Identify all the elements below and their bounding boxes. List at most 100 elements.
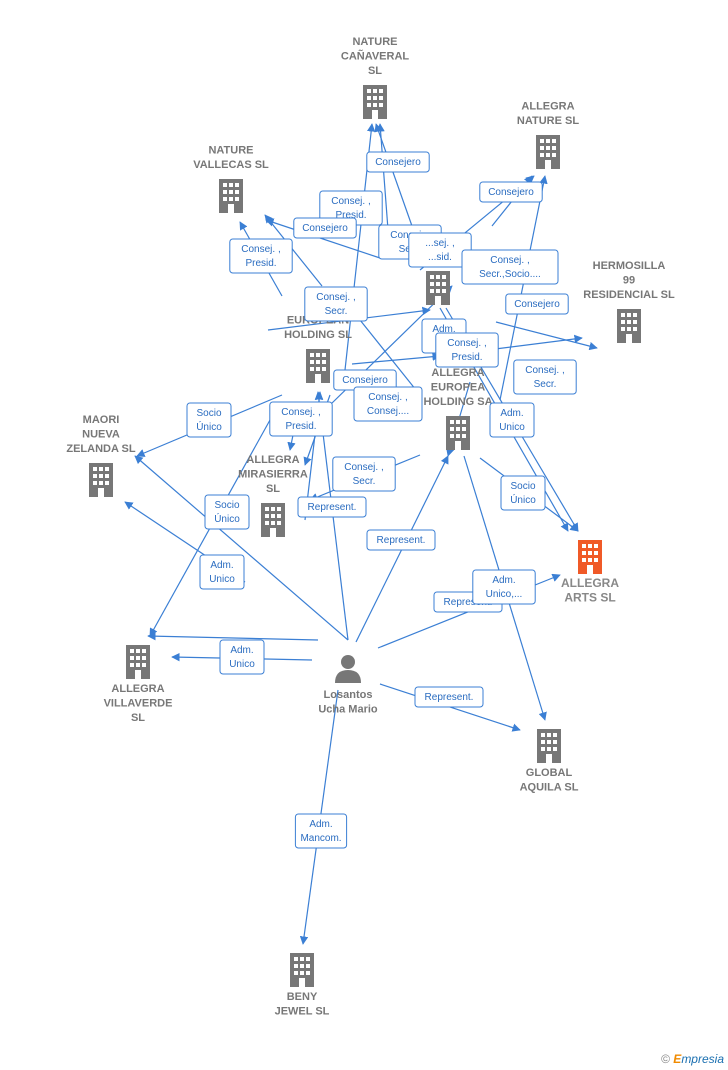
edge-label[interactable]: Consej. ,Presid. (319, 190, 383, 226)
edge-label-text: Consej.... (367, 406, 409, 417)
edge-label[interactable]: Consejero (293, 217, 357, 239)
edge-label-text: Secr. (353, 476, 376, 487)
edge-label[interactable]: Adm. Mancom. (294, 813, 348, 849)
edge-label[interactable]: Consej. ,Secr. (332, 456, 396, 492)
edge-label-text: Consejero (488, 187, 534, 198)
edge-label-text: Presid. (451, 352, 482, 363)
edge-label-text: Adm. (309, 819, 332, 830)
node-label-line: HOLDING SL (284, 329, 352, 341)
building-icon (426, 271, 450, 305)
edge-label[interactable]: Represent. (366, 529, 436, 551)
node-label-line: AQUILA SL (520, 782, 579, 794)
edge-label-text: Adm. (230, 645, 253, 656)
building-icon (219, 179, 243, 213)
node-label-line: ALLEGRA (521, 101, 574, 113)
node-label-line: EUROPEA (431, 382, 485, 394)
node-label-line: NATURE (208, 145, 253, 157)
edge-label[interactable]: Adm.Unico,... (472, 569, 536, 605)
edge-label[interactable]: Adm. Unico (219, 639, 265, 675)
building-icon (537, 729, 561, 763)
edge-label[interactable]: Consej. ,Presid. (229, 238, 293, 274)
edge-line (265, 218, 381, 259)
edge-label-text: Consej. , (316, 292, 355, 303)
edge-label-text: Unico,... (486, 589, 523, 600)
edge-label[interactable]: Adm.Unico (489, 402, 535, 438)
building-icon (446, 416, 470, 450)
edge-label-text: Adm. (500, 408, 523, 419)
building-icon (363, 85, 387, 119)
edge-label[interactable]: Consejero (505, 293, 569, 315)
edge-label[interactable]: Consej. , Secr. (513, 359, 577, 395)
edge-label-text: Consej. , (525, 365, 564, 376)
edge-line (134, 455, 349, 641)
edge-label-text: Unico (229, 659, 255, 670)
brand-initial: E (673, 1052, 682, 1066)
empresia-credit[interactable]: © Empresia (661, 1052, 724, 1066)
node-label-line: SL (266, 483, 280, 495)
edge-label[interactable]: Consej. ,Consej.... (353, 386, 423, 422)
node-label-line: SL (368, 65, 382, 77)
edge-label-text: Socio (214, 500, 239, 511)
edge-line (359, 319, 421, 396)
edge-label-text: Consejero (514, 299, 560, 310)
node-label-line: 99 (623, 275, 635, 287)
building-icon (617, 309, 641, 343)
edge-label[interactable]: Represent. (414, 686, 484, 708)
node-label-line: Losantos (324, 689, 373, 701)
node-label-line: ALLEGRA (246, 454, 299, 466)
node-allegra-villaverde[interactable]: ALLEGRA VILLAVERDE SL (104, 645, 173, 724)
edge-label-text: Secr. (325, 306, 348, 317)
edge-label[interactable]: Consej. ,Secr.,Socio.... (461, 249, 559, 285)
node-label-line: Ucha Mario (318, 704, 378, 716)
edge-label[interactable]: Adm.Unico (199, 554, 245, 590)
edge-label-text: Unico (209, 574, 235, 585)
edge-label-text: Socio (196, 408, 221, 419)
edge-label-text: Consej. , (241, 244, 280, 255)
edge-label-text: Socio (510, 481, 535, 492)
edge-label[interactable]: Consej. , Secr. (304, 286, 368, 322)
edge-line (147, 631, 319, 641)
person-icon (335, 655, 361, 683)
node-label-line: ZELANDA SL (66, 443, 136, 455)
node-label-line: BENY (287, 991, 318, 1003)
edge-line (495, 321, 598, 351)
edge-label[interactable]: Represent. (297, 496, 367, 518)
edge-label-text: Consejero (342, 375, 388, 386)
node-label-line: GLOBAL (526, 767, 573, 779)
edge-label-text: Secr. (534, 379, 557, 390)
edge-line (264, 214, 323, 287)
node-label-line: SL (131, 712, 145, 724)
edge-label-text: Represent. (377, 535, 426, 546)
edge-label-text: Consej. , (331, 196, 370, 207)
edge-label-text: Mancom. (300, 833, 341, 844)
building-icon (126, 645, 150, 679)
copyright-symbol: © (661, 1052, 670, 1066)
edge-label[interactable]: Consejero (366, 151, 430, 173)
building-icon (261, 503, 285, 537)
edge-label[interactable]: Consej. , Presid. (435, 332, 499, 368)
edge-label-text: ...sid. (428, 252, 452, 263)
node-global-aquila[interactable]: GLOBAL AQUILA SL (520, 729, 579, 794)
node-label-line: NATURE (352, 36, 397, 48)
node-label-line: MAORI (83, 414, 120, 426)
edge-label[interactable]: Consej. ,Presid. (269, 401, 333, 437)
node-label-line: VILLAVERDE (104, 698, 173, 710)
node-label-line: HERMOSILLA (593, 260, 666, 272)
node-label-line: ALLEGRA (111, 683, 164, 695)
edge-label[interactable]: Consejero (479, 181, 543, 203)
edge-label-text: Consej. , (447, 338, 486, 349)
building-icon (306, 349, 330, 383)
